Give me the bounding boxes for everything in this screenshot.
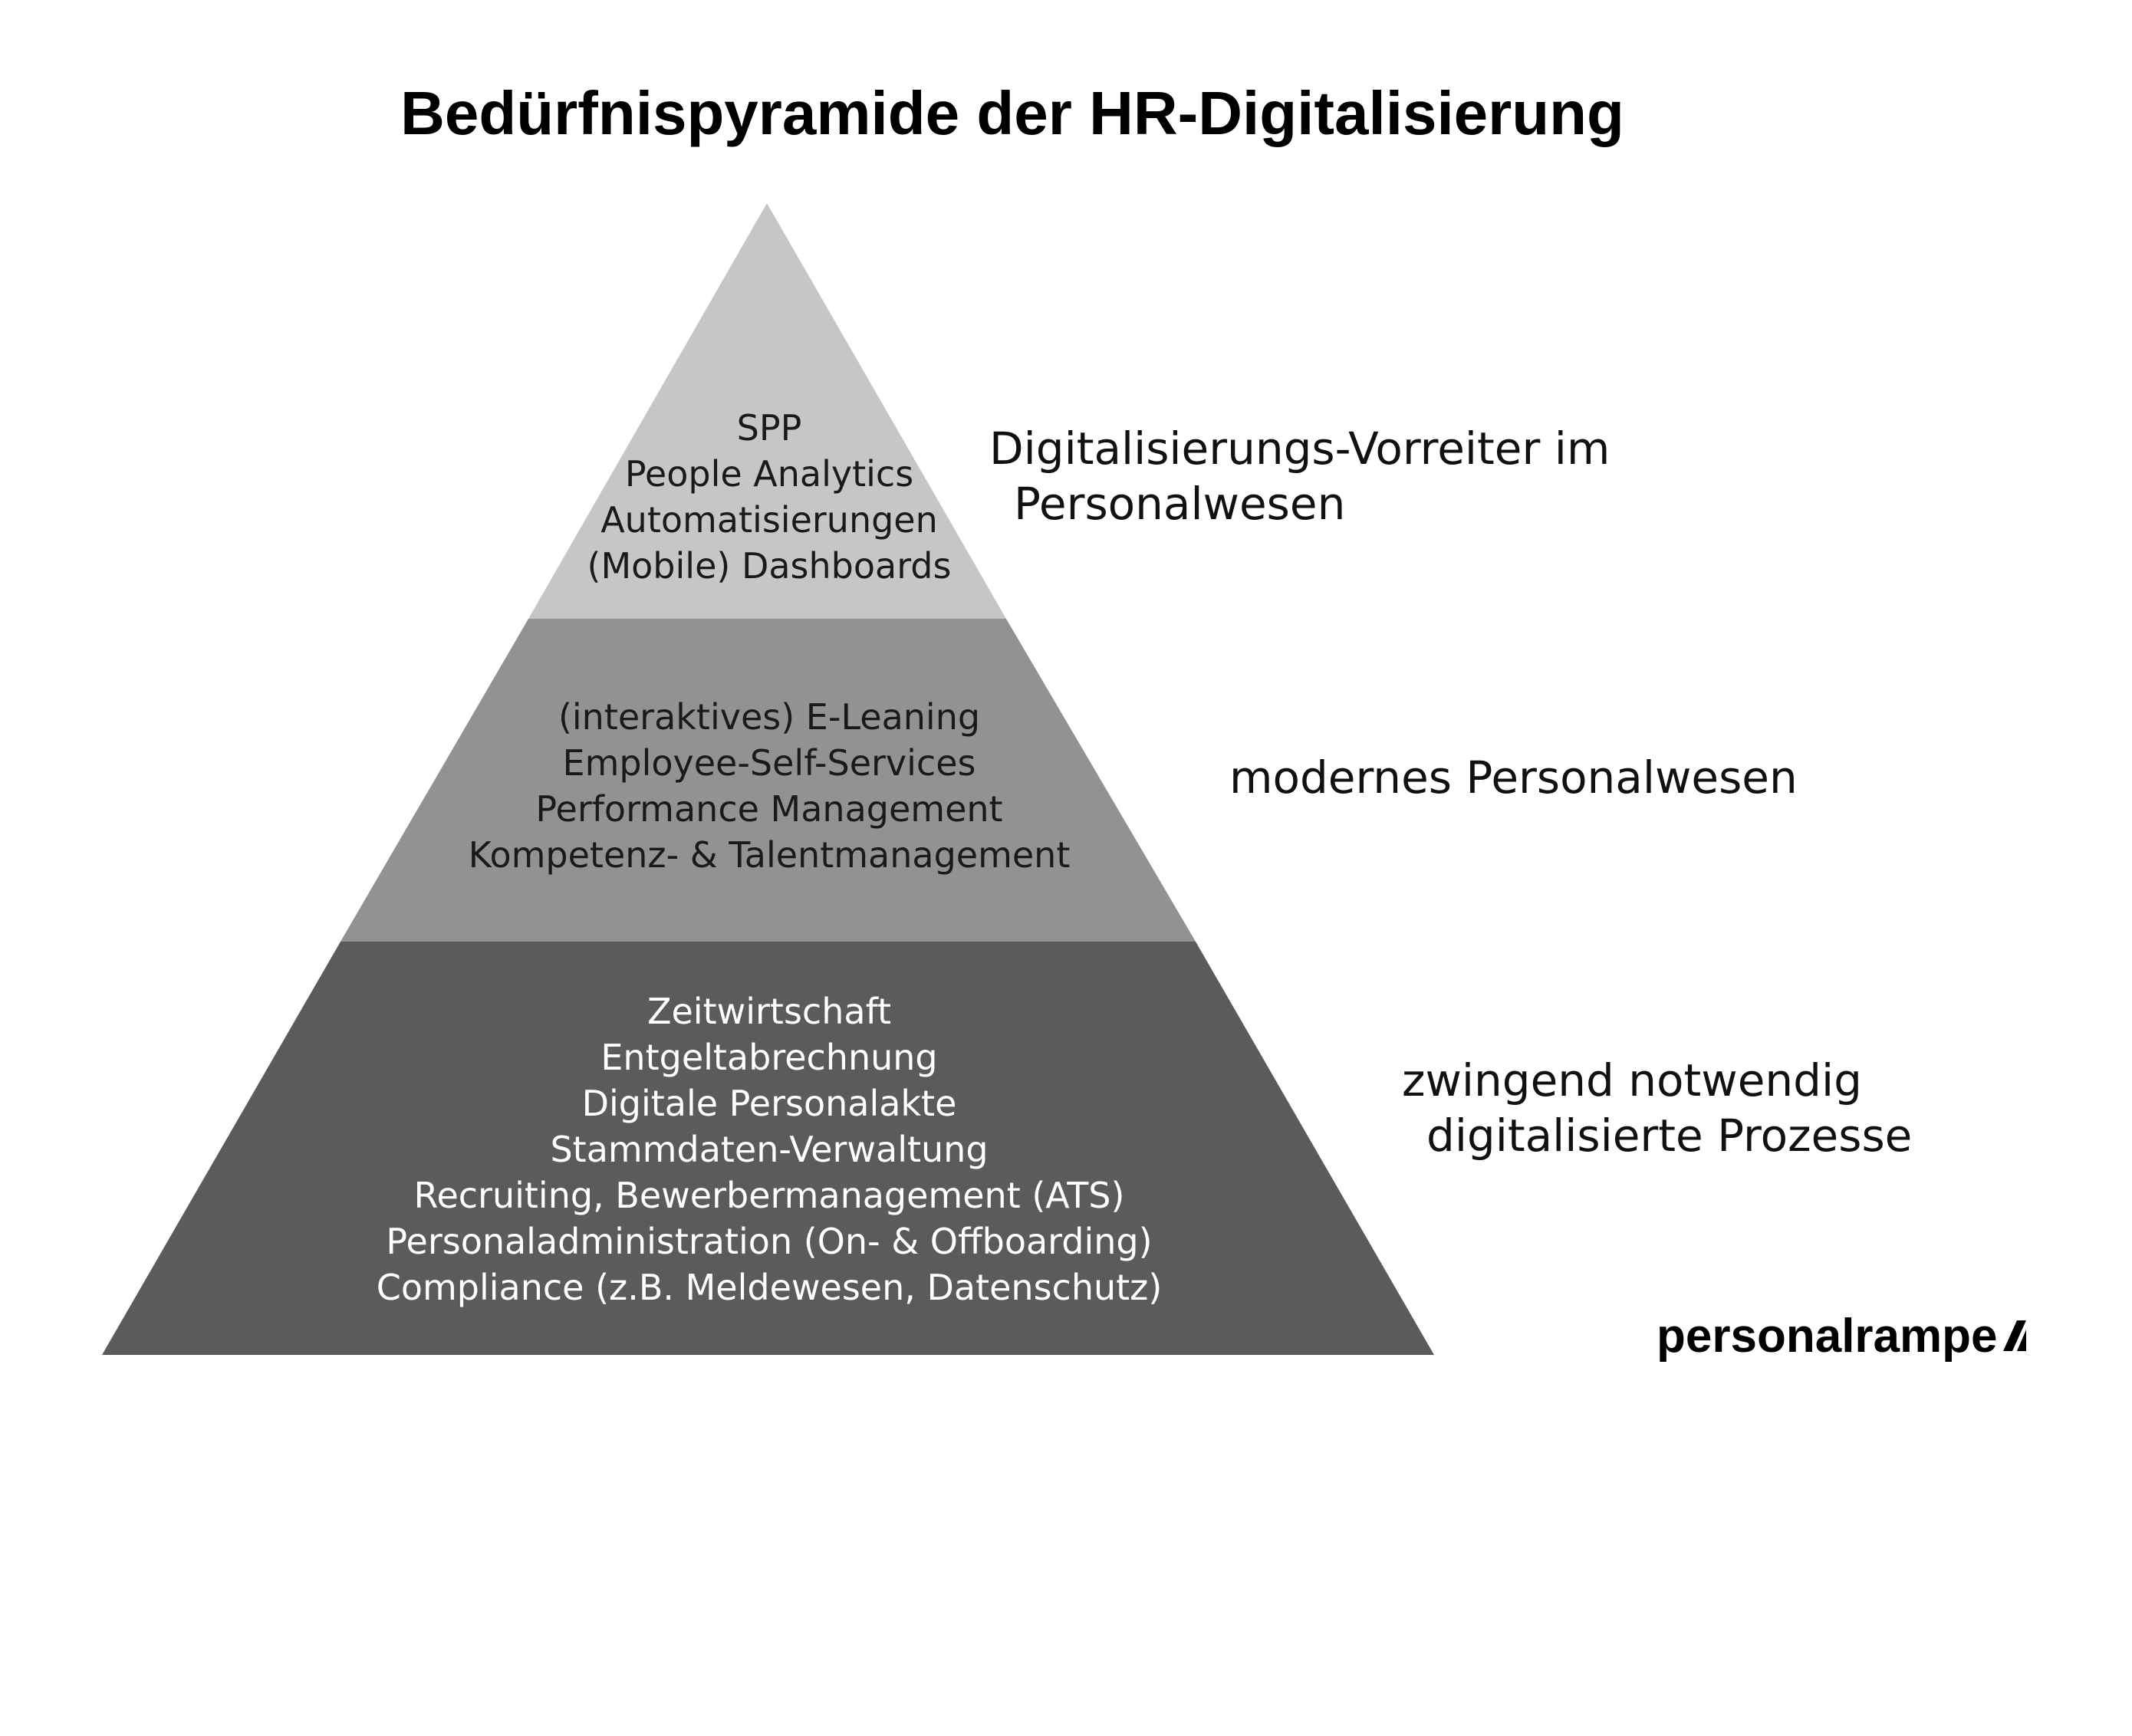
level-label-line: Personalwesen xyxy=(1014,478,1345,530)
logo-text: personalrampe xyxy=(1657,1310,1998,1363)
tier-middle-label: modernes Personalwesen xyxy=(1229,751,1798,804)
tier-item: People Analytics xyxy=(625,453,913,495)
tier-item: Personaladministration (On- & Offboardin… xyxy=(386,1221,1152,1262)
tier-item: (interaktives) E-Leaning xyxy=(558,696,980,738)
ramp-icon xyxy=(2003,1320,2026,1351)
level-label-line: modernes Personalwesen xyxy=(1229,751,1798,804)
tier-item: Employee-Self-Services xyxy=(563,742,976,784)
page-title: Bedürfnispyramide der HR-Digitalisierung xyxy=(400,79,1624,147)
tier-top-items: SPP People Analytics Automatisierungen (… xyxy=(587,407,952,587)
tier-item: Zeitwirtschaft xyxy=(647,991,891,1032)
tier-item: SPP xyxy=(737,407,802,449)
tier-item: Recruiting, Bewerbermanagement (ATS) xyxy=(414,1175,1125,1216)
tier-item: Kompetenz- & Talentmanagement xyxy=(469,834,1071,876)
level-label-line: zwingend notwendig xyxy=(1402,1054,1862,1106)
tier-item: Automatisierungen xyxy=(600,499,938,541)
tier-item: Digitale Personalakte xyxy=(582,1083,957,1124)
pyramid-tier-top xyxy=(528,203,1006,619)
tier-item: Compliance (z.B. Meldewesen, Datenschutz… xyxy=(377,1267,1163,1308)
level-label-line: Digitalisierungs-Vorreiter im xyxy=(989,422,1610,475)
tier-bottom-items: Zeitwirtschaft Entgeltabrechnung Digital… xyxy=(377,991,1163,1308)
pyramid-tier-middle xyxy=(341,619,1196,942)
tier-top-label: Digitalisierungs-Vorreiter im Personalwe… xyxy=(989,422,1610,530)
tier-item: Stammdaten-Verwaltung xyxy=(550,1129,988,1170)
tier-bottom-label: zwingend notwendig digitalisierte Prozes… xyxy=(1402,1054,1912,1162)
pyramid-tier-bottom xyxy=(102,942,1434,1355)
tier-item: Entgeltabrechnung xyxy=(600,1037,937,1078)
level-label-line: digitalisierte Prozesse xyxy=(1426,1110,1912,1162)
tier-item: Performance Management xyxy=(535,788,1002,830)
tier-middle-items: (interaktives) E-Leaning Employee-Self-S… xyxy=(469,696,1071,876)
tier-item: (Mobile) Dashboards xyxy=(587,545,952,587)
brand-logo: personalrampe xyxy=(1657,1310,2026,1363)
